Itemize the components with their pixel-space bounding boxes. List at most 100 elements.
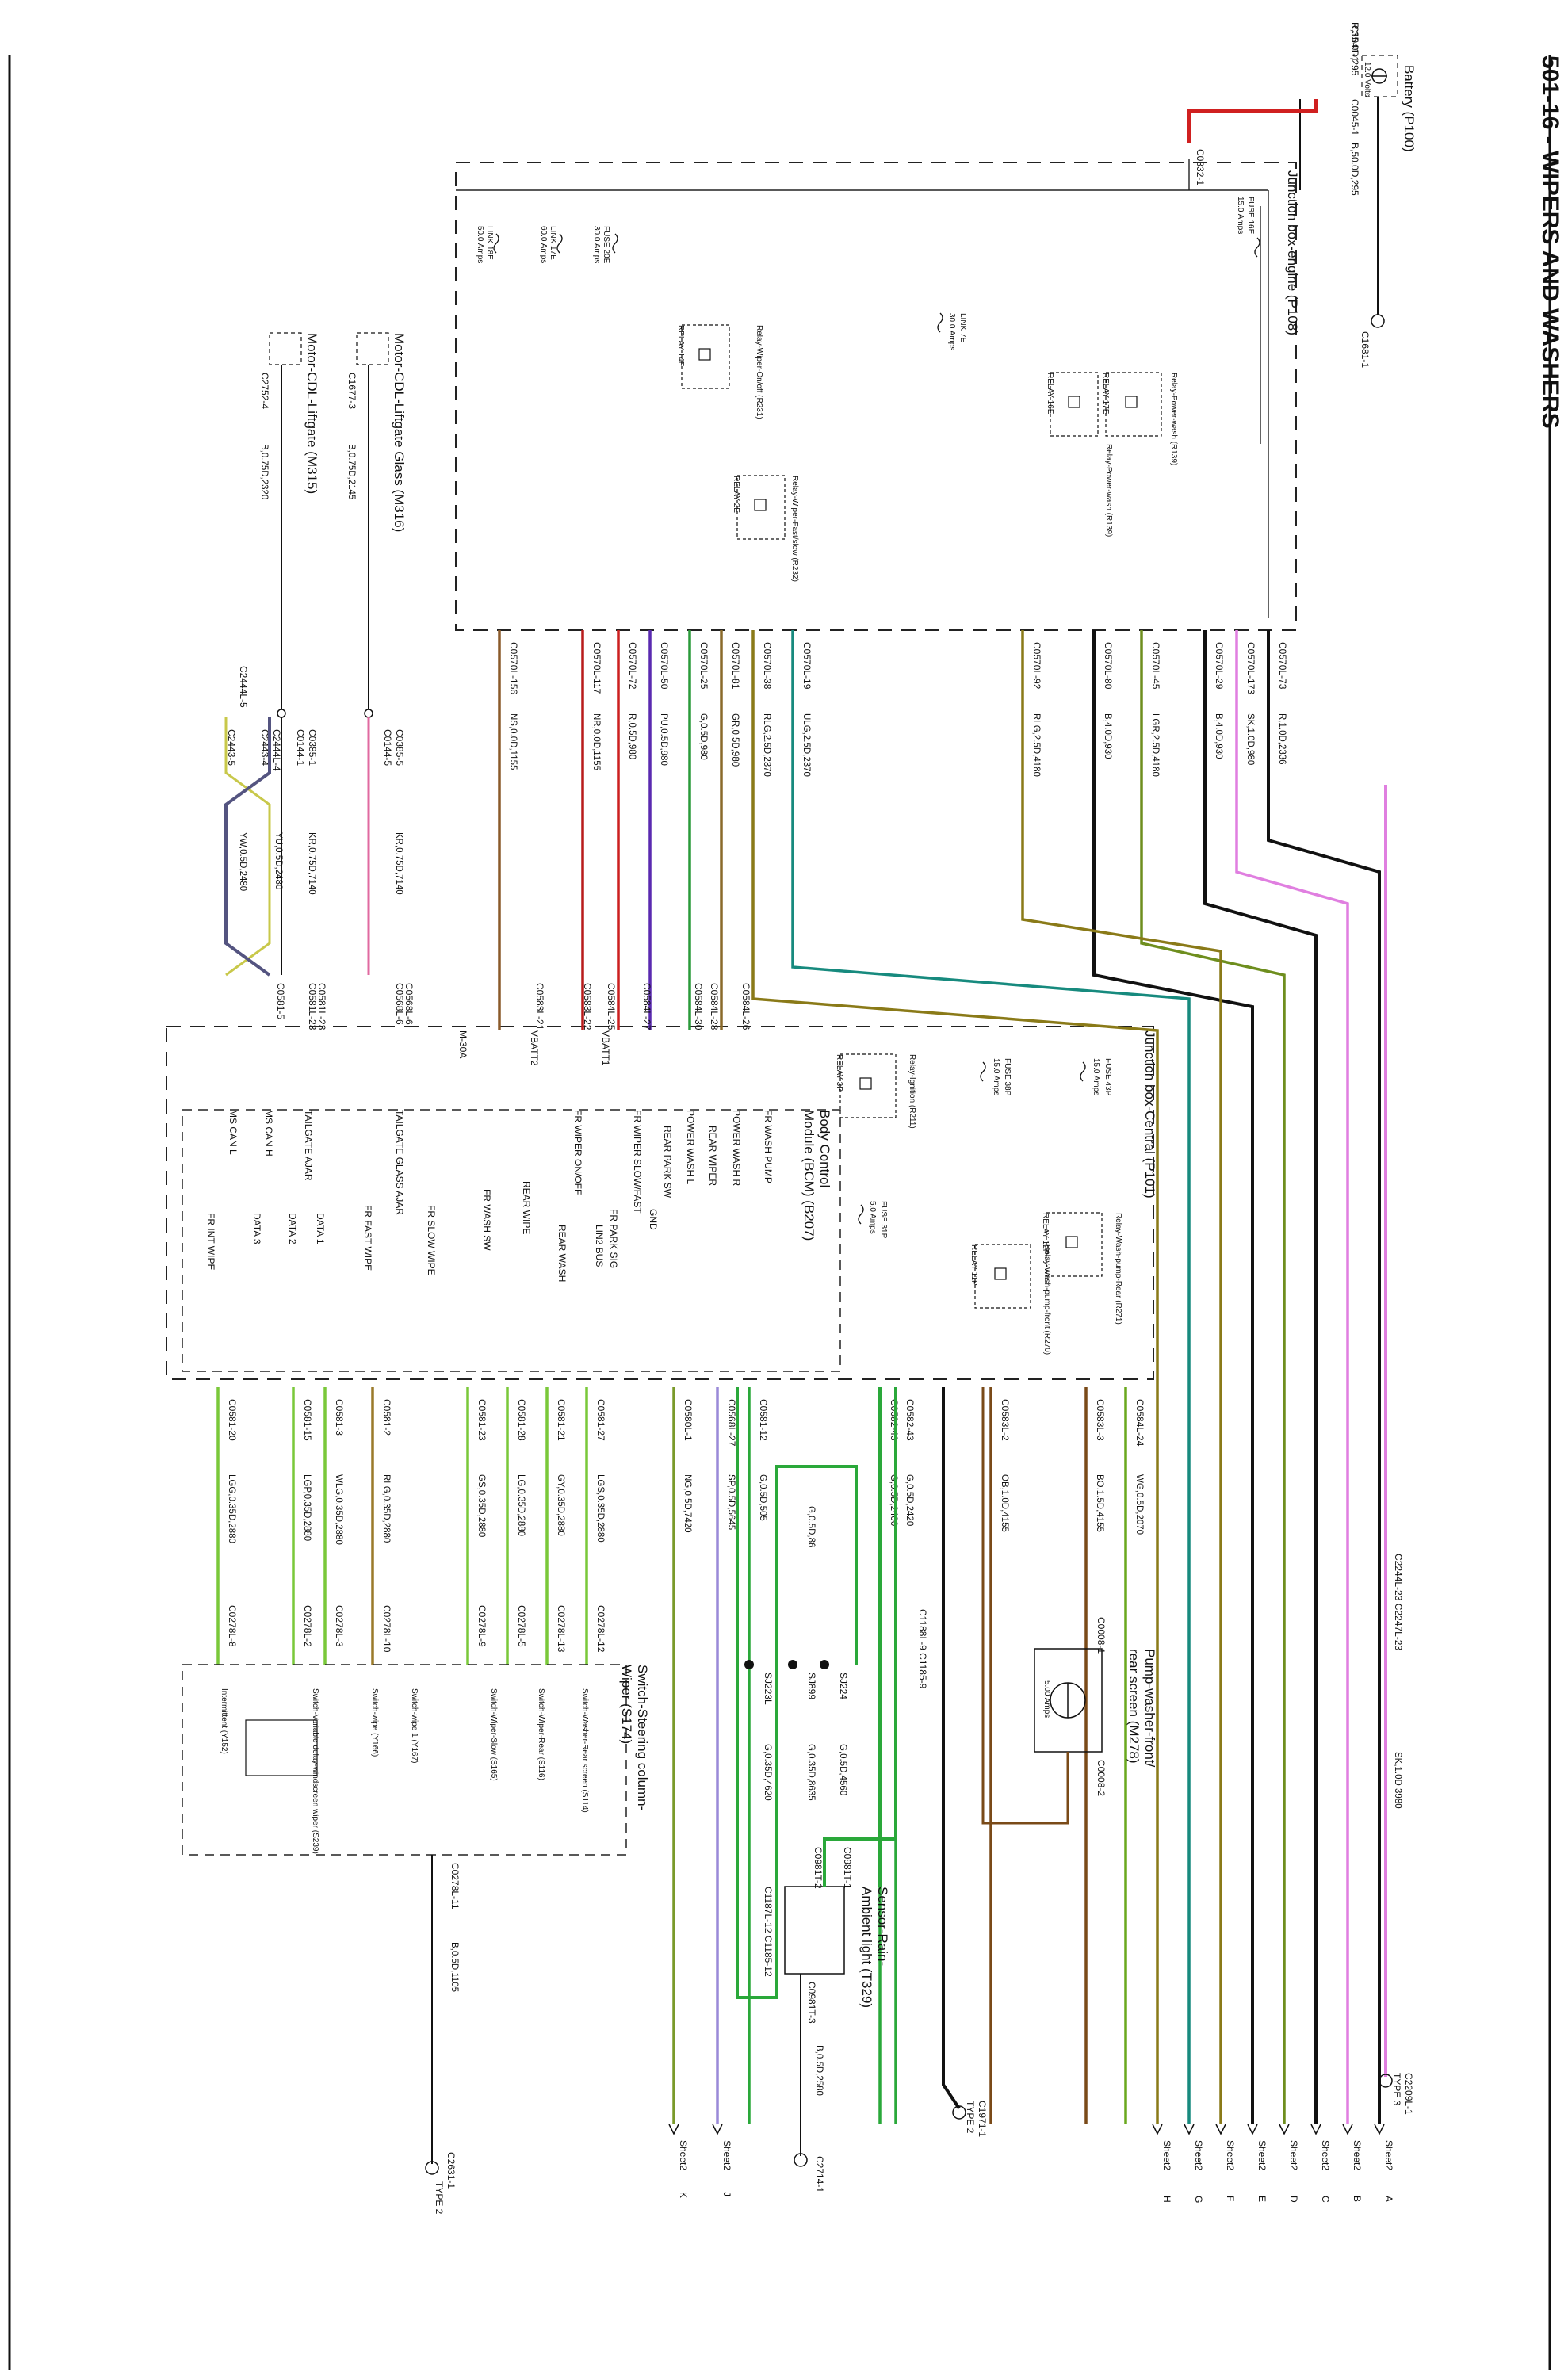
svg-text:C2209L-1: C2209L-1 [1403,2073,1414,2115]
svg-text:FUSE 16E: FUSE 16E [1246,197,1255,235]
engine-wire-spec: PU,0.5D,980 [659,713,668,766]
central-left-pin: C0583L-22 [582,983,593,1030]
engine-wire-conn: C0570L-92 [1031,642,1042,690]
svg-text:FUSE 38P: FUSE 38P [1003,1058,1012,1096]
c0581a: C0581L-23 [307,983,318,1030]
central-out-conn: C0583L-2 [1000,1399,1011,1441]
sig-rear-wash: REAR WASH [556,1225,568,1282]
sheet-letter: K [678,2192,689,2198]
switch-wire-conn: C0581-15 [302,1399,313,1441]
engine-wire-spec: SK,1.0D,980 [1245,713,1255,765]
sheet-arrow [1342,2124,1353,2135]
engine-wire-conn: C0570L-72 [627,642,638,690]
yw-spec: YW,0.5D,2480 [238,832,247,891]
c0832: C0832-1 [1195,149,1206,185]
sig-power-wash-l: POWER WASH L [685,1110,696,1185]
battery: Battery (P100) 12.0 Volts C0045-1 C1041-… [1299,22,1417,368]
sheet-arrow [1152,2124,1163,2135]
svg-text:C0008-1: C0008-1 [1096,1617,1107,1654]
engine-wire-conn: C0570L-80 [1103,642,1114,690]
svg-text:C0008-2: C0008-2 [1096,1760,1107,1796]
svg-text:Relay-Wiper-On/off (R231): Relay-Wiper-On/off (R231) [755,325,763,419]
engine-wire-conn: C0570L-19 [801,642,813,690]
svg-text:SK,1.0D,3980: SK,1.0D,3980 [1393,1752,1402,1809]
ground-wire-c1971 [942,1387,961,2110]
sig-fr-slow-wipe: FR SLOW WIPE [426,1205,437,1275]
switch-wire-spec: RLG,0.35D,2880 [381,1474,391,1543]
vbatt-label: VBATT1 [600,1030,611,1066]
svg-text:50.0 Amps: 50.0 Amps [476,226,484,263]
switch-wire-pin: C0278L-13 [556,1605,567,1653]
sig-power-wash-r: POWER WASH R [731,1110,742,1187]
engine-wire-conn: C0570L-173 [1245,642,1256,694]
central-out-spec: G,0.5D,2420 [904,1474,914,1526]
switch-wire-conn: C0581-23 [476,1399,488,1441]
fuse-31p: FUSE 31P 5.0 Amps [858,1201,888,1239]
svg-text:TYPE 2: TYPE 2 [434,2181,445,2215]
link-18e: LINK 18E 50.0 Amps [476,226,499,263]
relay-power-wash-17e: Relay-Power-wash (R139) RELAY 17E [1101,372,1178,465]
svg-text:Relay-Wash-pump-Rear (R271): Relay-Wash-pump-Rear (R271) [1114,1213,1122,1325]
motor-liftgate: Motor-CDL-Liftgate (M315) C2752-4 B,0.75… [259,332,319,718]
engine-wire-spec: GR,0.5D,980 [730,713,740,767]
switch-wire-spec: WLG,0.35D,2880 [334,1474,343,1545]
switch-wire-conn: C0581-20 [227,1399,238,1441]
b50-spec: B,50.0D,295 [1349,143,1360,196]
central-left-pin: C0584L-28 [709,983,720,1030]
svg-text:Switch-Washer-Rear screen (S11: Switch-Washer-Rear screen (S114) [580,1688,589,1813]
switch-wire-pin: C0278L-2 [302,1605,313,1647]
svg-text:SJ899: SJ899 [806,1673,817,1699]
central-left-pin: C0568L-6 [403,983,415,1025]
central-out-spec: OB,1.0D,4155 [1000,1474,1009,1532]
sig-fr-wash-pump: FR WASH PUMP [763,1110,774,1183]
engine-wire-spec: RLG,2.5D,4180 [1031,713,1041,777]
sheet-label: Sheet2 [1225,2140,1236,2170]
link-17e: LINK 17E 60.0 Amps [539,226,563,263]
engine-wire-spec: ULG,2.5D,2370 [801,713,811,777]
c0581b: C0581-5 [275,983,286,1019]
central-output-wires: C0584L-24WG,0.5D,2070C0583L-3BO,1.5D,415… [672,1387,1145,2124]
sheet-letter: D [1288,2196,1299,2203]
svg-text:C0981T-3: C0981T-3 [806,1982,817,2024]
svg-text:Relay-Power-wash (R139): Relay-Power-wash (R139) [1104,444,1113,537]
engine-wire-spec: LGR,2.5D,4180 [1150,713,1160,777]
switch-wire-conn: C0581-27 [595,1399,606,1441]
switch-wire-pin: C0278L-8 [227,1605,238,1647]
svg-text:C0278L-11: C0278L-11 [449,1863,461,1910]
sig-tailgate-glass-ajar: TAILGATE GLASS AJAR [394,1110,405,1215]
svg-text:RELAY 14E: RELAY 14E [676,325,685,367]
central-left-pins: C0584L-26C0584L-28C0584L-30C0584L-27C058… [316,983,751,1030]
svg-text:FUSE 43P: FUSE 43P [1103,1058,1112,1096]
battery-volts: 12.0 Volts [1363,62,1371,97]
svg-text:LINK 18E: LINK 18E [485,226,494,260]
sig-fr-park-sig: FR PARK SIG [608,1209,619,1268]
svg-text:Intermittent (Y152): Intermittent (Y152) [220,1688,228,1754]
svg-text:rear screen (M278): rear screen (M278) [1126,1649,1142,1764]
fuse-20e: FUSE 20E 30.0 Amps [592,226,618,264]
svg-text:RELAY 17E: RELAY 17E [1101,373,1110,415]
engine-wire [751,630,1159,2124]
central-out-conn: C0581-12 [758,1399,769,1441]
sheet-label: Sheet2 [678,2140,689,2170]
engine-wire-spec: NR,0.0D,1155 [591,713,601,770]
sheet-arrow [712,2124,723,2135]
svg-text:60.0 Amps: 60.0 Amps [539,226,548,263]
svg-text:B,0.75D,2145: B,0.75D,2145 [346,444,356,499]
relay-wash-pump-front: Relay-Wash-pump-front (R270) RELAY 11P [969,1244,1051,1355]
engine-wire [1092,630,1254,2124]
svg-text:C1971-1: C1971-1 [977,2101,988,2137]
svg-text:5.00 Amps: 5.00 Amps [1042,1680,1051,1718]
sig-ms-can-h: MS CAN H [263,1110,274,1157]
engine-wire-spec: NS,0.0D,1155 [508,713,518,770]
switch-wire-conn: C0581-28 [516,1399,527,1441]
svg-text:FUSE 20E: FUSE 20E [602,226,610,264]
svg-text:G,0.5D,4560: G,0.5D,4560 [838,1744,847,1795]
svg-text:Switch-Wiper-Rear (S116): Switch-Wiper-Rear (S116) [537,1688,545,1780]
switch-wire-pin: C0278L-5 [516,1605,527,1647]
central-out-conn: C0580L-1 [683,1399,694,1441]
switch-wire-bundle: C0581-27LGS,0.35D,2880C0278L-12C0581-21G… [216,1387,606,1665]
c1681: C1681-1 [1360,331,1371,368]
fuse-38p: FUSE 38P 15.0 Amps [980,1058,1012,1096]
